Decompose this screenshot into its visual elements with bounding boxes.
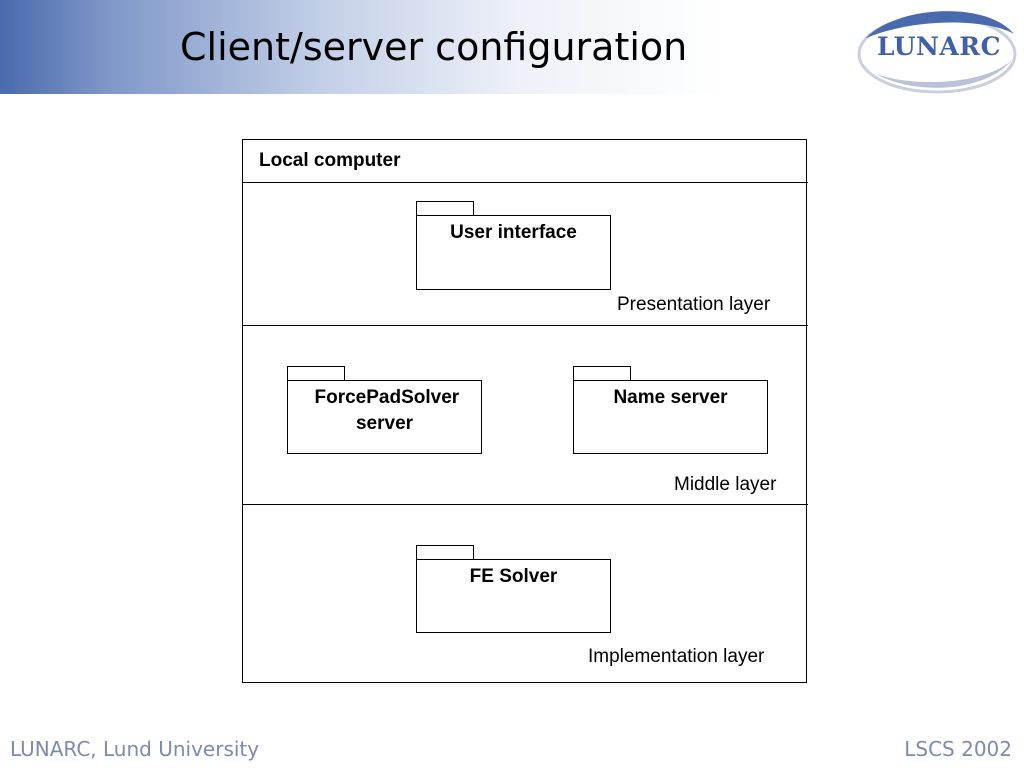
local-computer-frame bbox=[242, 139, 807, 683]
package-label: FE Solver bbox=[469, 566, 558, 587]
package-tab bbox=[287, 366, 345, 381]
footer-right: LSCS 2002 bbox=[904, 737, 1012, 761]
divider-presentation bbox=[242, 325, 808, 326]
package-label: Name server bbox=[613, 387, 728, 408]
package-name-server: Name server bbox=[573, 380, 768, 454]
divider-middle bbox=[242, 504, 808, 505]
package-fe-solver: FE Solver bbox=[416, 559, 611, 633]
package-tab bbox=[573, 366, 631, 381]
middle-layer-label: Middle layer bbox=[674, 474, 777, 495]
package-tab bbox=[416, 545, 474, 560]
divider-header bbox=[242, 182, 808, 183]
package-user-interface: User interface bbox=[416, 215, 611, 290]
presentation-layer-label: Presentation layer bbox=[617, 294, 771, 315]
logo-text: LUNARC bbox=[877, 32, 1001, 61]
footer-left: LUNARC, Lund University bbox=[10, 737, 260, 761]
package-label: User interface bbox=[450, 222, 577, 243]
lunarc-logo bbox=[857, 11, 1017, 94]
local-computer-label: Local computer bbox=[259, 150, 401, 171]
package-forcepadsolver-server: ForcePadSolver server bbox=[287, 380, 482, 454]
package-tab bbox=[416, 201, 474, 216]
slide-title: Client/server configuration bbox=[180, 25, 688, 69]
implementation-layer-label: Implementation layer bbox=[588, 646, 765, 667]
package-label: ForcePadSolver server bbox=[314, 387, 460, 434]
header-band bbox=[0, 0, 1024, 94]
